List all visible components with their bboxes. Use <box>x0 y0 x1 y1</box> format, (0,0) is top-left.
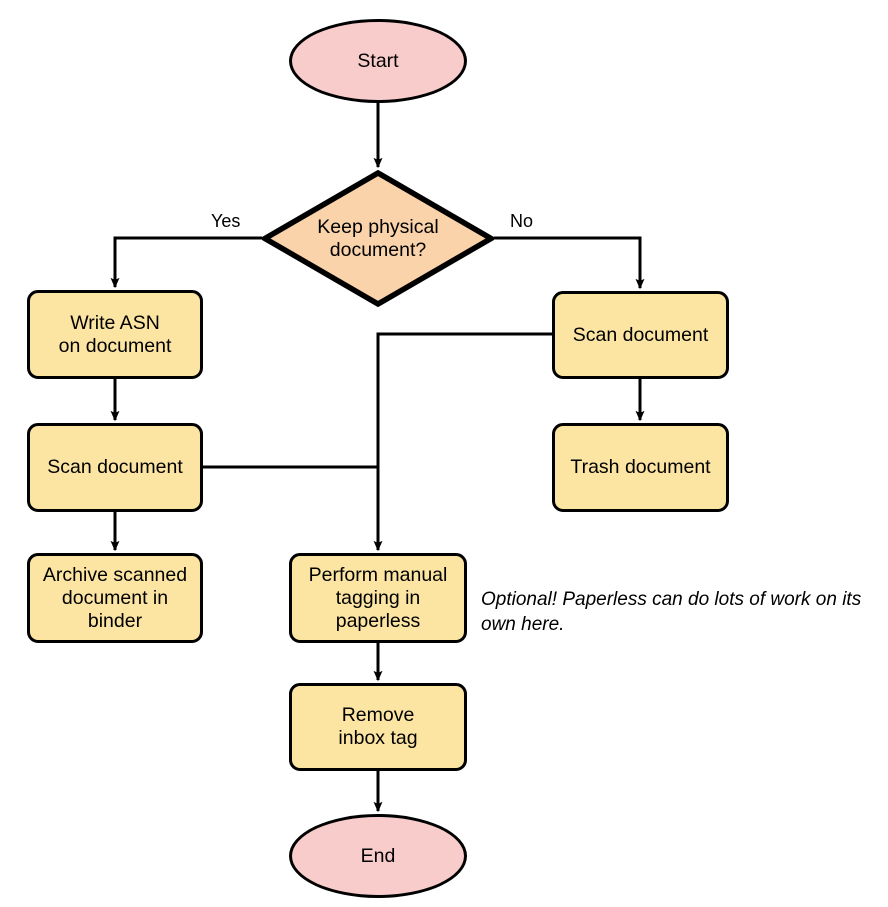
node-end[interactable]: End <box>289 814 467 898</box>
node-perform-manual-tagging[interactable]: Perform manual tagging in paperless <box>289 553 467 643</box>
node-write-asn-label: Write ASN on document <box>58 311 172 357</box>
node-scan-document-right-label: Scan document <box>572 323 709 346</box>
edge-keep-no-to-scanR <box>494 236 645 290</box>
node-scan-document-left-label: Scan document <box>47 456 183 478</box>
node-scan-document-left[interactable]: Scan document <box>27 423 203 512</box>
diamond-shape <box>262 170 494 307</box>
node-scan-document-right[interactable]: Scan document <box>552 291 729 379</box>
node-archive-scanned-document[interactable]: Archive scanned document in binder <box>27 553 203 643</box>
optional-note: Optional! Paperless can do lots of work … <box>481 589 862 636</box>
node-start[interactable]: Start <box>289 19 467 103</box>
node-decision-keep-physical-document[interactable]: Keep physical document? <box>262 170 494 307</box>
node-trash-document[interactable]: Trash document <box>552 423 729 512</box>
node-remove-inbox-tag-label: Remove inbox tag <box>338 704 418 749</box>
node-decision-label: Keep physical document? <box>317 215 439 261</box>
edge-keep-yes-to-asn <box>110 236 262 289</box>
node-start-label: Start <box>357 49 399 72</box>
node-perform-manual-tagging-label: Perform manual tagging in paperless <box>308 563 448 632</box>
edge-label-no: No <box>510 211 534 231</box>
node-trash-document-label: Trash document <box>570 456 711 478</box>
node-remove-inbox-tag[interactable]: Remove inbox tag <box>289 683 467 771</box>
edge-label-yes: Yes <box>211 211 241 231</box>
node-write-asn[interactable]: Write ASN on document <box>27 290 203 379</box>
node-archive-scanned-document-label: Archive scanned document in binder <box>42 563 188 632</box>
node-end-label: End <box>360 844 396 867</box>
